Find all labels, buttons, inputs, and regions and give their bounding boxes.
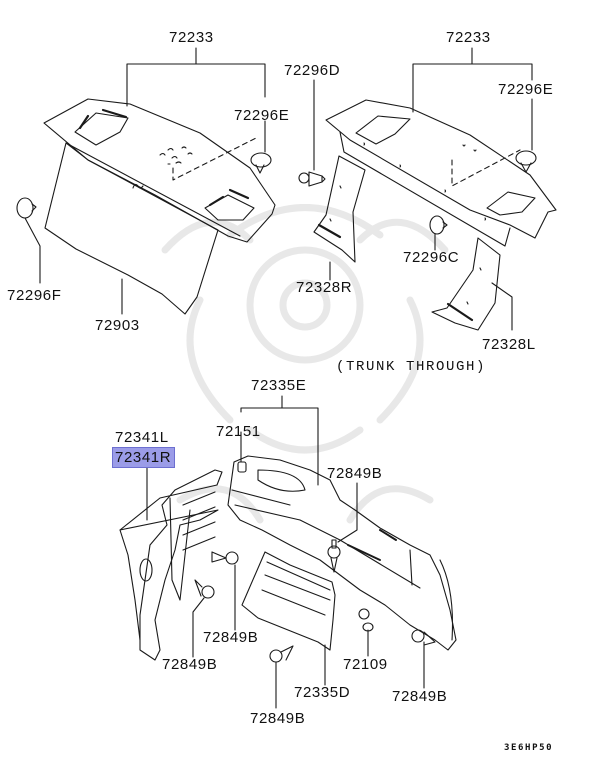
part-label-72849B[interactable]: 72849B <box>162 656 218 673</box>
watermark-emblem <box>161 204 449 524</box>
leader-lines-group-1 <box>24 47 266 315</box>
pillar-trim-72328L <box>431 237 501 331</box>
part-label-72296D[interactable]: 72296D <box>284 62 341 79</box>
side-trim-72341 <box>119 469 223 661</box>
part-label-72849B[interactable]: 72849B <box>203 629 259 646</box>
diagram-code: 3E6HP50 <box>504 743 554 753</box>
part-label-72335E[interactable]: 72335E <box>251 377 307 394</box>
clip-72296C <box>429 215 448 235</box>
clip-72296E-left <box>250 152 272 174</box>
part-label-72233[interactable]: 72233 <box>169 29 214 46</box>
leader-lines-group-2 <box>313 47 533 331</box>
part-label-72233[interactable]: 72233 <box>446 29 491 46</box>
clip-72849B-e <box>411 629 436 646</box>
trunk-trim-72335E <box>227 455 457 651</box>
clip-72109 <box>358 608 374 632</box>
rear-shelf-board-72903 <box>44 142 241 315</box>
part-label-72328L[interactable]: 72328L <box>482 336 536 353</box>
part-label-72296E[interactable]: 72296E <box>498 81 554 98</box>
rear-shelf-72233-left <box>43 98 276 243</box>
part-label-72341R-highlighted[interactable]: 72341R <box>112 447 176 468</box>
rear-shelf-72233-right <box>325 99 557 247</box>
clip-72849B-a <box>327 539 341 573</box>
leader-lines-group-3 <box>146 395 425 709</box>
clip-72849B-d <box>269 645 294 663</box>
part-label-72903[interactable]: 72903 <box>95 317 140 334</box>
part-label-72849B[interactable]: 72849B <box>250 710 306 727</box>
part-label-72849B[interactable]: 72849B <box>392 688 448 705</box>
part-label-72296C[interactable]: 72296C <box>403 249 460 266</box>
part-label-72296E[interactable]: 72296E <box>234 107 290 124</box>
part-label-72335D[interactable]: 72335D <box>294 684 351 701</box>
part-label-72341L[interactable]: 72341L <box>115 429 169 446</box>
trunk-through-caption: (TRUNK THROUGH) <box>336 359 487 375</box>
clip-72296E-right <box>515 150 537 173</box>
part-label-72328R[interactable]: 72328R <box>296 279 353 296</box>
clip-72849B-c <box>194 579 215 599</box>
clip-72151 <box>237 461 247 473</box>
pillar-trim-72328R <box>313 155 366 263</box>
clip-72296F <box>16 197 37 219</box>
part-label-72151[interactable]: 72151 <box>216 423 261 440</box>
clip-72296D <box>298 171 326 187</box>
trunk-trim-72335D <box>241 551 336 651</box>
part-label-72109[interactable]: 72109 <box>343 656 388 673</box>
part-label-72849B[interactable]: 72849B <box>327 465 383 482</box>
clip-72849B-b <box>211 551 239 565</box>
part-label-72296F[interactable]: 72296F <box>7 287 62 304</box>
